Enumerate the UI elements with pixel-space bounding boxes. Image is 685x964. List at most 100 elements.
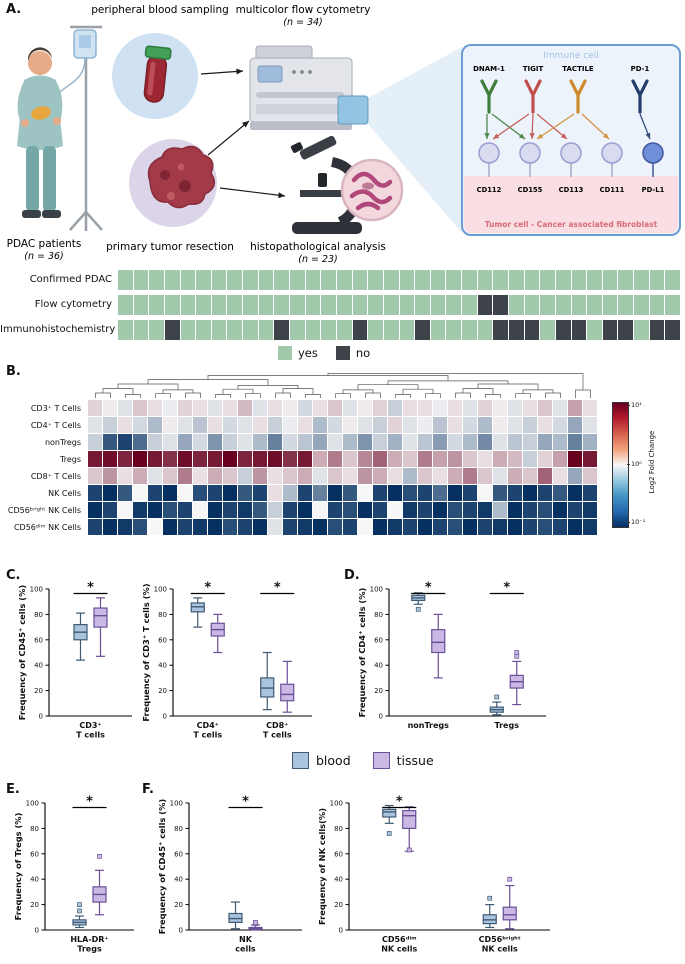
heatmap-cell bbox=[148, 400, 162, 416]
heatmap-cell bbox=[343, 451, 357, 467]
grid-row-label-flow: Flow cytometry bbox=[34, 299, 112, 310]
heatmap-cell bbox=[553, 485, 567, 501]
heatmap-cell bbox=[178, 451, 192, 467]
svg-text:60: 60 bbox=[30, 850, 39, 858]
heatmap-cell bbox=[178, 519, 192, 535]
colorbar-tick-hi: 10¹ bbox=[631, 401, 642, 409]
sample-grid-row-confirmed bbox=[118, 270, 680, 290]
heatmap-cell bbox=[388, 434, 402, 450]
sample-cell-yes bbox=[118, 270, 133, 290]
heatmap-cell bbox=[493, 434, 507, 450]
sample-cell-yes bbox=[180, 295, 196, 315]
heatmap-cell bbox=[538, 502, 552, 518]
heatmap-row-label: nonTregs bbox=[44, 438, 81, 447]
sample-cell-yes bbox=[587, 295, 602, 315]
sample-cell-yes bbox=[383, 295, 399, 315]
sample-cell-yes bbox=[399, 270, 415, 290]
ligand-label-cd155: CD155 bbox=[518, 186, 543, 194]
panel-e-label: E. bbox=[6, 782, 20, 797]
sample-cell-yes bbox=[462, 295, 477, 315]
heatmap-cell bbox=[418, 417, 432, 433]
sample-cell-yes bbox=[587, 320, 602, 340]
heatmap-cell bbox=[478, 502, 492, 518]
svg-text:cells: cells bbox=[235, 945, 256, 954]
tactile-receptor-icon bbox=[569, 79, 587, 114]
sample-cell-no bbox=[571, 320, 587, 340]
sample-cell-no bbox=[602, 320, 618, 340]
heatmap-cell bbox=[133, 485, 147, 501]
heatmap-cell bbox=[403, 519, 417, 535]
sample-cell-yes bbox=[399, 295, 415, 315]
heatmap-cell bbox=[403, 451, 417, 467]
heatmap-cell bbox=[208, 519, 222, 535]
heatmap-cell bbox=[328, 468, 342, 484]
heatmap-cell bbox=[568, 502, 582, 518]
heatmap-cell bbox=[118, 434, 132, 450]
sample-cell-yes bbox=[602, 270, 618, 290]
heatmap-cell bbox=[208, 502, 222, 518]
heatmap-cell bbox=[358, 434, 372, 450]
sample-cell-yes bbox=[446, 295, 462, 315]
heatmap-cell bbox=[343, 417, 357, 433]
heatmap-cell bbox=[433, 468, 447, 484]
heatmap-cell bbox=[568, 400, 582, 416]
heatmap-cell bbox=[523, 502, 537, 518]
sample-cell-yes bbox=[383, 320, 399, 340]
heatmap-cell bbox=[298, 468, 312, 484]
sample-cell-yes bbox=[540, 320, 555, 340]
sample-cell-yes bbox=[336, 270, 352, 290]
heatmap-cell bbox=[298, 502, 312, 518]
sample-cell-yes bbox=[274, 295, 290, 315]
ligand-label-cd113: CD113 bbox=[559, 186, 584, 194]
heatmap-cell bbox=[163, 400, 177, 416]
receptor-ligand-inset: Immune cell DNAM-1 TIGIT TACTILE PD-1 bbox=[461, 44, 681, 236]
heatmap-cell bbox=[88, 451, 102, 467]
sample-cell-yes bbox=[336, 295, 352, 315]
heatmap-cell bbox=[238, 485, 252, 501]
heatmap-cell bbox=[508, 468, 522, 484]
svg-text:80: 80 bbox=[34, 611, 43, 619]
heatmap-cell bbox=[268, 434, 282, 450]
heatmap-cell bbox=[463, 400, 477, 416]
heatmap-cell bbox=[313, 451, 327, 467]
heatmap-cell bbox=[568, 485, 582, 501]
pancreas-icon bbox=[31, 106, 51, 120]
yes-label: yes bbox=[298, 346, 318, 360]
svg-text:80: 80 bbox=[174, 825, 183, 833]
heatmap-cell bbox=[403, 468, 417, 484]
heatmap-cell bbox=[238, 434, 252, 450]
tissue-label: tissue bbox=[396, 753, 434, 768]
heatmap-cell bbox=[88, 485, 102, 501]
heatmap-cell bbox=[253, 451, 267, 467]
svg-text:40: 40 bbox=[374, 662, 383, 670]
heatmap-cell bbox=[343, 485, 357, 501]
heatmap-cell bbox=[163, 451, 177, 467]
heatmap-cell bbox=[208, 468, 222, 484]
sample-cell-yes bbox=[149, 270, 164, 290]
heatmap-cell bbox=[193, 451, 207, 467]
panel-a-label: A. bbox=[6, 2, 22, 17]
heatmap-cell bbox=[208, 400, 222, 416]
sample-cell-yes bbox=[524, 295, 540, 315]
heatmap-cell bbox=[568, 434, 582, 450]
heatmap-cell bbox=[433, 417, 447, 433]
heatmap bbox=[88, 400, 597, 535]
svg-text:100: 100 bbox=[154, 586, 167, 594]
heatmap-cell bbox=[298, 434, 312, 450]
sample-cell-yes bbox=[540, 295, 555, 315]
sample-cell-yes bbox=[462, 270, 477, 290]
svg-text:Frequency of CD4⁺ cells (%): Frequency of CD4⁺ cells (%) bbox=[357, 587, 367, 717]
svg-text:NK cells: NK cells bbox=[381, 945, 417, 954]
sample-cell-yes bbox=[368, 320, 383, 340]
svg-text:60: 60 bbox=[334, 850, 343, 858]
heatmap-cell bbox=[283, 468, 297, 484]
svg-text:20: 20 bbox=[374, 687, 383, 695]
heatmap-cell bbox=[253, 400, 267, 416]
heatmap-cell bbox=[418, 468, 432, 484]
heatmap-cell bbox=[493, 519, 507, 535]
sample-cell-yes bbox=[243, 295, 258, 315]
sample-cell-yes bbox=[430, 295, 446, 315]
sample-cell-yes bbox=[211, 320, 227, 340]
